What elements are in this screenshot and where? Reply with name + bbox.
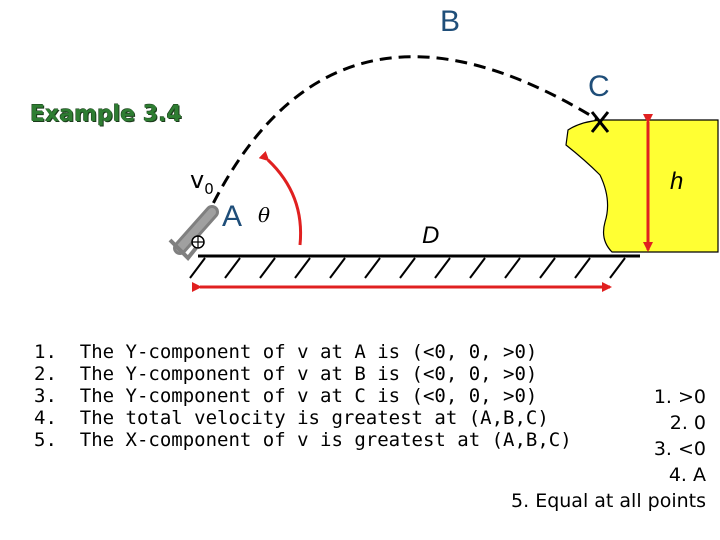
- distance-D-label: D: [422, 222, 440, 249]
- question-text: The Y-component of v at B is (<0, 0, >0): [79, 363, 538, 385]
- point-C-label: C: [588, 70, 610, 103]
- cannon-icon: [168, 205, 219, 261]
- theta-label: θ: [258, 203, 271, 227]
- question-item: 2. The Y-component of v at B is (<0, 0, …: [34, 363, 572, 385]
- height-h-label: h: [670, 168, 684, 195]
- answer-item: 3. <0: [653, 438, 706, 460]
- answer-item: 1. >0: [653, 386, 706, 408]
- cliff: [565, 119, 719, 253]
- question-item: 4. The total velocity is greatest at (A,…: [34, 407, 572, 429]
- initial-velocity-label: v0: [190, 166, 214, 198]
- v0-subscript: 0: [204, 179, 214, 198]
- question-text: The Y-component of v at A is (<0, 0, >0): [79, 341, 538, 363]
- question-text: The total velocity is greatest at (A,B,C…: [79, 407, 549, 429]
- trajectory: [203, 55, 599, 221]
- question-number: 2.: [34, 363, 57, 385]
- question-text: The X-component of v is greatest at (A,B…: [79, 429, 572, 451]
- answer-list: 1. >0 2. 0 3. <0 4. A 5. Equal at all po…: [511, 384, 706, 514]
- answer-item: 5. Equal at all points: [511, 490, 706, 512]
- answer-item: 4. A: [668, 464, 706, 486]
- angle-arc: [258, 150, 303, 246]
- point-C-marker: [590, 111, 610, 133]
- question-number: 4.: [34, 407, 57, 429]
- question-list: 1. The Y-component of v at A is (<0, 0, …: [34, 341, 572, 451]
- point-B-label: B: [440, 5, 461, 38]
- question-item: 3. The Y-component of v at C is (<0, 0, …: [34, 385, 572, 407]
- question-item: 1. The Y-component of v at A is (<0, 0, …: [34, 341, 572, 363]
- question-number: 1.: [34, 341, 57, 363]
- v0-symbol: v: [190, 166, 205, 194]
- question-item: 5. The X-component of v is greatest at (…: [34, 429, 572, 451]
- answer-item: 2. 0: [669, 412, 706, 434]
- ground-hatching: [189, 257, 626, 279]
- example-title: Example 3.4: [30, 102, 182, 127]
- question-text: The Y-component of v at C is (<0, 0, >0): [79, 385, 538, 407]
- point-A-label: A: [222, 200, 243, 233]
- question-number: 5.: [34, 429, 57, 451]
- question-number: 3.: [34, 385, 57, 407]
